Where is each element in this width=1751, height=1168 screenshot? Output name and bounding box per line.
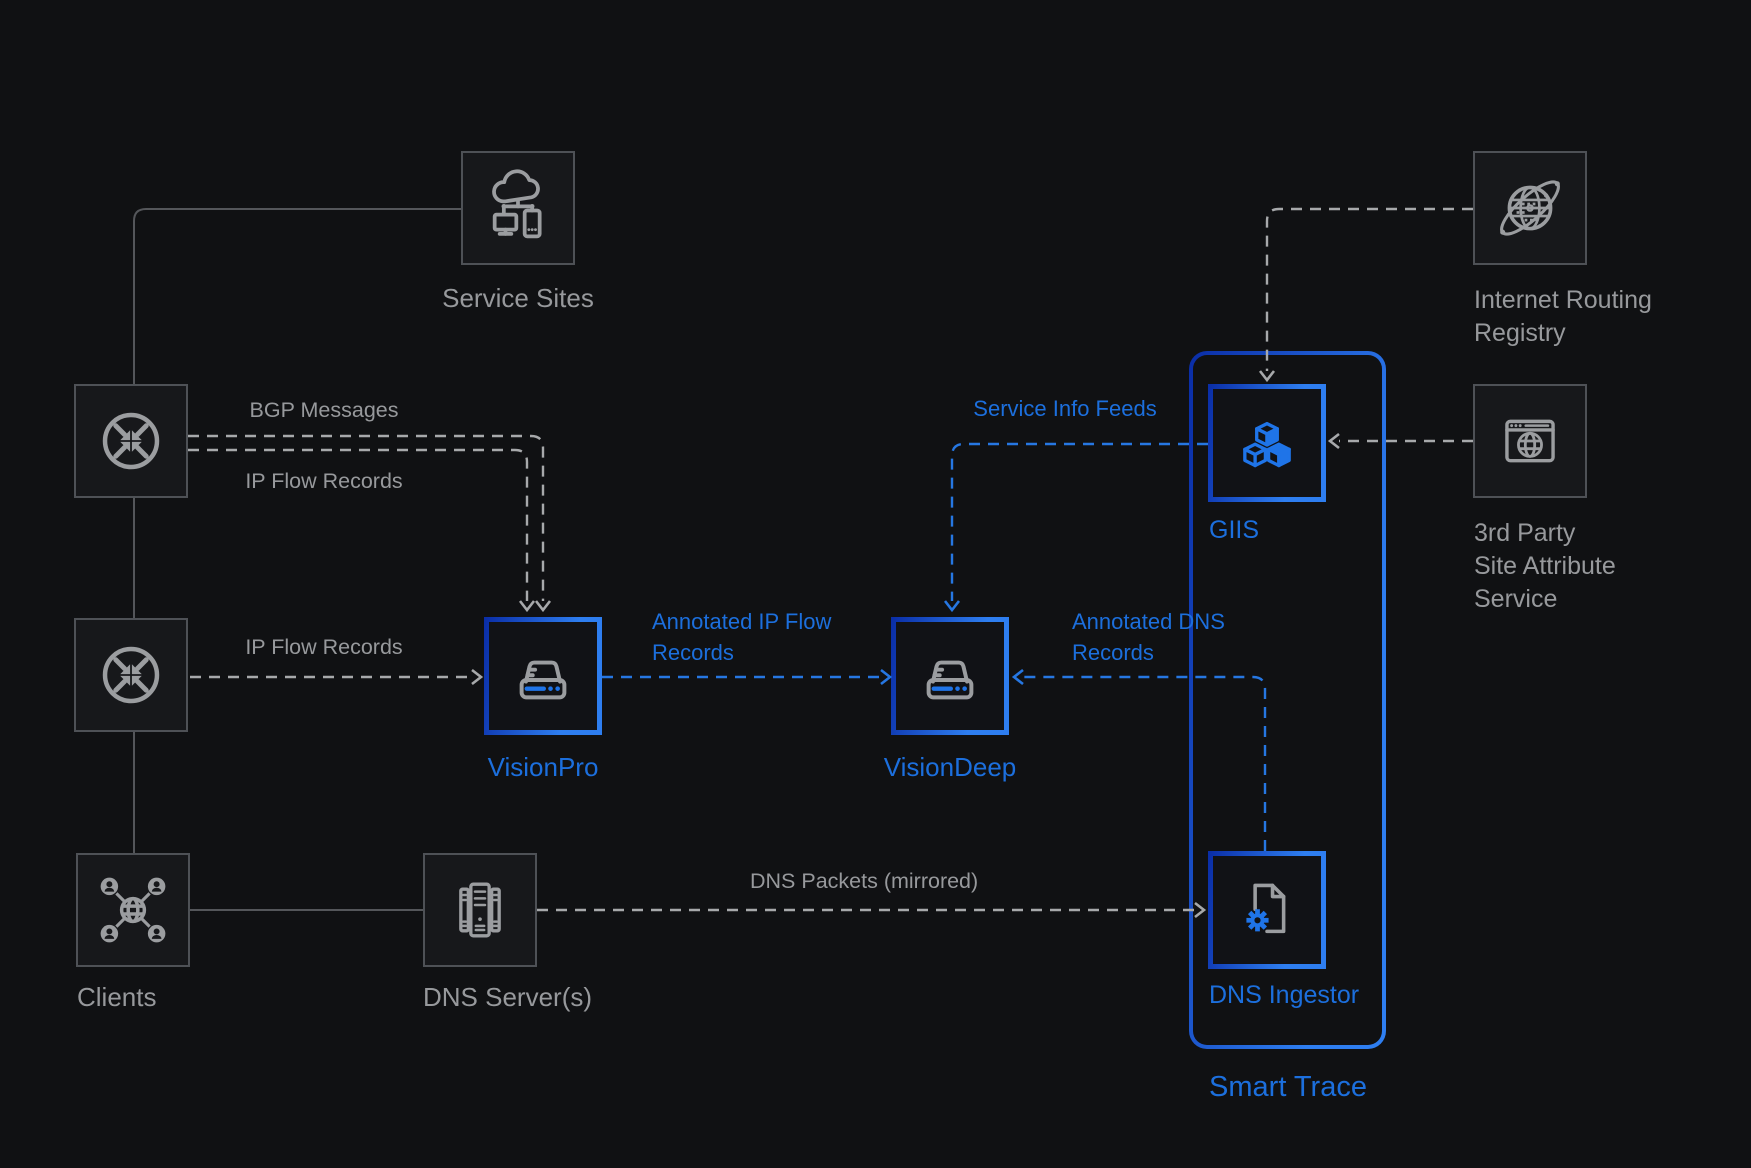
node-dns-ingestor <box>1208 851 1326 969</box>
third-party-label: 3rd Party Site Attribute Service <box>1474 519 1616 613</box>
router-compress-icon <box>102 646 160 704</box>
arrowhead-ip-flow-top <box>518 600 536 613</box>
vision-deep-label: VisionDeep <box>883 752 1017 782</box>
giis-label: GIIS <box>1209 516 1260 544</box>
internet-routing-registry-label: Internet Routing Registry <box>1474 286 1652 347</box>
globe-orbit-icon <box>1500 180 1560 236</box>
router-compress-icon <box>102 412 160 470</box>
clients-network-icon <box>100 877 166 943</box>
vision-pro-label: VisionPro <box>487 752 599 782</box>
node-third-party-service <box>1473 384 1587 498</box>
edge-service-sites-to-router <box>133 208 461 384</box>
node-dns-servers <box>423 853 537 967</box>
service-info-feeds-label: Service Info Feeds <box>973 396 1157 421</box>
edge-bgp-messages <box>188 434 545 601</box>
node-giis <box>1208 384 1326 502</box>
arrowhead-annotated-dns <box>1011 668 1024 686</box>
document-gear-icon <box>1246 883 1286 934</box>
arrowhead-service-info-feeds <box>943 600 961 613</box>
storage-drive-icon <box>519 660 567 700</box>
edge-service-info-feeds <box>950 442 1208 601</box>
node-vision-deep <box>891 617 1009 735</box>
dns-ingestor-label: DNS Ingestor <box>1209 981 1360 1009</box>
storage-drive-icon <box>926 660 974 700</box>
clients-label: Clients <box>77 982 157 1012</box>
smart-trace-label: Smart Trace <box>1209 1071 1367 1103</box>
edge-irr-to-giis <box>1265 207 1473 371</box>
server-rack-icon <box>459 882 501 938</box>
ip-flow-records-bottom-label: IP Flow Records <box>245 635 403 659</box>
dns-servers-label: DNS Server(s) <box>423 982 593 1012</box>
node-service-sites <box>461 151 575 265</box>
node-edge-router-bottom <box>74 618 188 732</box>
browser-globe-icon <box>1505 419 1555 463</box>
cloud-devices-icon <box>492 169 542 239</box>
node-internet-routing-registry <box>1473 151 1587 265</box>
arrowhead-bgp-messages <box>534 600 552 613</box>
node-edge-router-top <box>74 384 188 498</box>
bgp-messages-label: BGP Messages <box>249 398 399 422</box>
node-clients <box>76 853 190 967</box>
arrowhead-annotated-ip-flow <box>880 668 893 686</box>
ip-flow-records-top-label: IP Flow Records <box>245 469 403 493</box>
arrowhead-ip-flow-bottom <box>471 668 484 686</box>
service-sites-label: Service Sites <box>442 283 594 313</box>
dns-packets-label: DNS Packets (mirrored) <box>750 869 979 893</box>
annotated-dns-label: Annotated DNS Records <box>1072 609 1225 666</box>
annotated-ip-flow-label: Annotated IP Flow Records <box>652 609 832 666</box>
cubes-icon <box>1243 421 1291 468</box>
node-vision-pro <box>484 617 602 735</box>
